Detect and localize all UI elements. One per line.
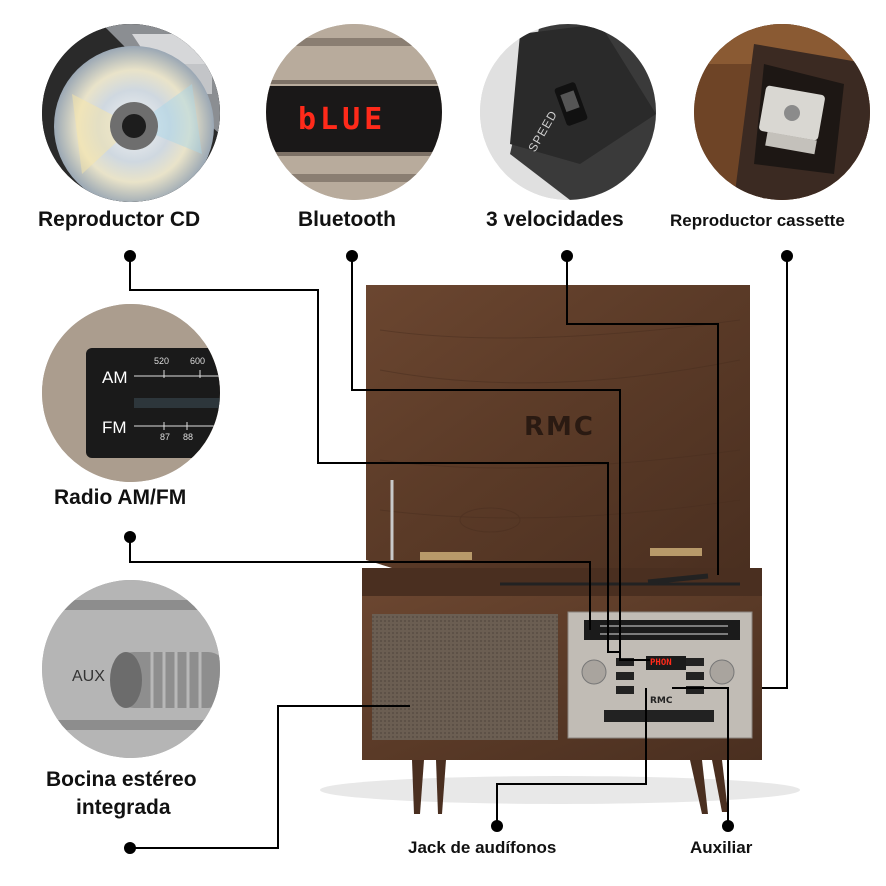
aux-detail-image: AUX xyxy=(42,580,220,758)
aux-port-label: AUX xyxy=(72,668,105,685)
cd-player-label: Reproductor CD xyxy=(38,208,201,231)
speaker-label-line1: Bocina estéreo xyxy=(46,768,197,791)
fm-tick-1: 87 xyxy=(160,432,171,442)
cd-player-detail-image xyxy=(42,24,220,202)
speaker-label-line2: integrada xyxy=(76,796,171,819)
cassette-label: Reproductor cassette xyxy=(670,211,845,230)
radio-label: Radio AM/FM xyxy=(54,486,187,509)
panel-brand-logo: RMC xyxy=(650,696,673,706)
radio-detail-image: AM FM 520 600 87 88 xyxy=(42,304,220,482)
bluetooth-label: Bluetooth xyxy=(298,208,396,231)
am-label: AM xyxy=(102,368,128,387)
am-tick-1: 520 xyxy=(154,356,170,366)
bluetooth-detail-image: bLUE xyxy=(266,24,442,200)
brand-logo: RMC xyxy=(524,412,595,442)
speed-switch-detail-image: SPEED xyxy=(480,24,656,200)
am-tick-2: 600 xyxy=(190,356,206,366)
fm-label: FM xyxy=(102,418,127,437)
panel-display-text: PHON xyxy=(650,658,672,668)
headphone-jack-label: Jack de audífonos xyxy=(408,838,557,857)
bluetooth-display-text: bLUE xyxy=(298,102,387,137)
fm-tick-2: 88 xyxy=(183,432,194,442)
aux-label: Auxiliar xyxy=(690,838,753,857)
speeds-label: 3 velocidades xyxy=(486,208,624,231)
